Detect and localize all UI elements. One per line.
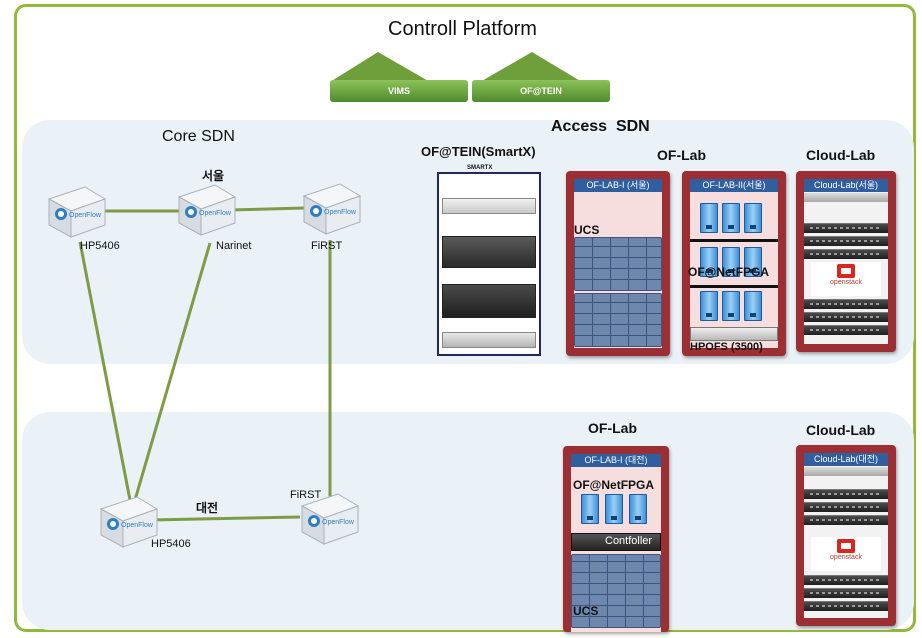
platform-triangles <box>330 52 582 82</box>
openflow-logo-text: OpenFlow <box>121 522 154 529</box>
smartx-switch <box>442 198 536 214</box>
oflab-1-daejeon-rack: OF-LAB-I (대전) OF@NetFPGA Contfoller UCS <box>563 446 669 632</box>
cloudlab-daejeon-rack: Cloud-Lab(대전) openstack <box>796 445 896 626</box>
oflab-daejeon-title: OF-Lab <box>588 420 637 436</box>
rack-server <box>804 489 888 499</box>
smartx-server <box>442 284 536 318</box>
openstack-logo: openstack <box>811 537 881 571</box>
cloud-switch <box>804 193 888 202</box>
netfpga-board <box>744 291 762 321</box>
oflab-1-seoul-rack: OF-LAB-I (서울) UCS <box>566 171 670 356</box>
access-sdn-title: Access SDN <box>551 118 650 135</box>
openflow-logo-text: OpenFlow <box>324 209 357 216</box>
controller-server <box>571 533 661 551</box>
smartx-switch <box>442 332 536 348</box>
ucs-chassis <box>574 237 662 291</box>
smartx-rack: SMARTX <box>437 165 541 356</box>
openflow-switch-icon: OpenFlow <box>302 183 362 235</box>
smartx-rack-label: SMARTX <box>467 165 493 171</box>
vims-button-label: VIMS <box>387 86 410 96</box>
netfpga-board <box>744 203 762 233</box>
outer-frame <box>14 4 916 632</box>
ucs-label: UCS <box>574 223 600 237</box>
openstack-logo-text: openstack <box>830 279 862 286</box>
node-label-hp5406-daejeon: HP5406 <box>151 538 191 550</box>
rack-server <box>804 249 888 259</box>
rack-server <box>804 575 888 585</box>
platform-title: Controll Platform <box>388 18 537 40</box>
rack-server <box>804 223 888 233</box>
openflow-logo-text: OpenFlow <box>322 519 355 526</box>
cloudlab-daejeon-title: Cloud-Lab <box>806 422 876 438</box>
node-label-hp5406-seoul: HP5406 <box>80 240 120 252</box>
openflow-switch-icon: OpenFlow <box>99 496 159 548</box>
oftein-button[interactable]: OF@TEIN <box>472 80 610 102</box>
openflow-switch-icon: OpenFlow <box>177 184 237 236</box>
oftein-smartx-title: OF@TEIN(SmartX) <box>421 144 536 159</box>
openflow-switch-icon: OpenFlow <box>300 493 360 545</box>
cloudlab-daejeon-head: Cloud-Lab(대전) <box>804 453 888 466</box>
openstack-logo: openstack <box>811 262 881 296</box>
hpofs-switch <box>690 327 778 341</box>
netfpga-board <box>700 291 718 321</box>
openflow-logo-text: OpenFlow <box>199 210 232 217</box>
netfpga-board <box>581 494 599 524</box>
seoul-label: 서울 <box>202 169 225 183</box>
rack-server <box>804 515 888 525</box>
rack-server <box>804 325 888 335</box>
rack-server <box>804 502 888 512</box>
rack-server <box>804 601 888 611</box>
cloudlab-seoul-head: Cloud-Lab(서울) <box>804 179 888 192</box>
netfpga-board <box>629 494 647 524</box>
oflab-seoul-title: OF-Lab <box>657 147 706 163</box>
netfpga-board <box>700 203 718 233</box>
core-sdn-title: Core SDN <box>162 128 235 145</box>
netfpga-board <box>722 203 740 233</box>
rack-server <box>804 312 888 322</box>
vims-button[interactable]: VIMS <box>330 80 468 102</box>
rack-server <box>804 236 888 246</box>
cloudlab-seoul-title: Cloud-Lab <box>806 147 876 163</box>
netfpga-board <box>722 247 740 277</box>
node-label-narinet: Narinet <box>216 240 252 252</box>
ucs-chassis <box>571 554 661 628</box>
oflab-2-seoul-rack: OF-LAB-II(서울) OF@NetFPGA HPOFS (3500) <box>682 171 786 356</box>
netfpga-board <box>605 494 623 524</box>
openstack-logo-text: openstack <box>830 554 862 561</box>
cloudlab-seoul-rack: Cloud-Lab(서울) openstack <box>796 171 896 352</box>
smartx-server <box>442 236 536 268</box>
netfpga-label-daejeon: OF@NetFPGA <box>573 478 655 492</box>
rack-server <box>804 588 888 598</box>
node-label-first-seoul: FiRST <box>311 240 343 252</box>
openflow-switch-icon: OpenFlow <box>47 186 107 238</box>
oftein-button-label: OF@TEIN <box>520 86 562 96</box>
ucs-label-daejeon: UCS <box>573 604 599 618</box>
oflab-2-seoul-head: OF-LAB-II(서울) <box>690 179 778 192</box>
oflab-1-seoul-head: OF-LAB-I (서울) <box>574 179 662 192</box>
rack-server <box>804 299 888 309</box>
cloud-switch <box>804 467 888 476</box>
netfpga-label: OF@NetFPGA <box>688 265 770 279</box>
ucs-chassis <box>574 293 662 347</box>
rack-shelf <box>690 239 778 242</box>
daejeon-label: 대전 <box>196 501 219 515</box>
rack-shelf <box>690 285 778 288</box>
controller-label: Contfoller <box>605 535 653 547</box>
netfpga-board <box>700 247 718 277</box>
netfpga-board <box>722 291 740 321</box>
oflab-1-daejeon-head: OF-LAB-I (대전) <box>571 454 661 467</box>
openflow-logo-text: OpenFlow <box>69 212 102 219</box>
netfpga-board <box>744 247 762 277</box>
hpofs-label: HPOFS (3500) <box>690 341 763 353</box>
node-label-first-daejeon: FiRST <box>290 489 322 501</box>
